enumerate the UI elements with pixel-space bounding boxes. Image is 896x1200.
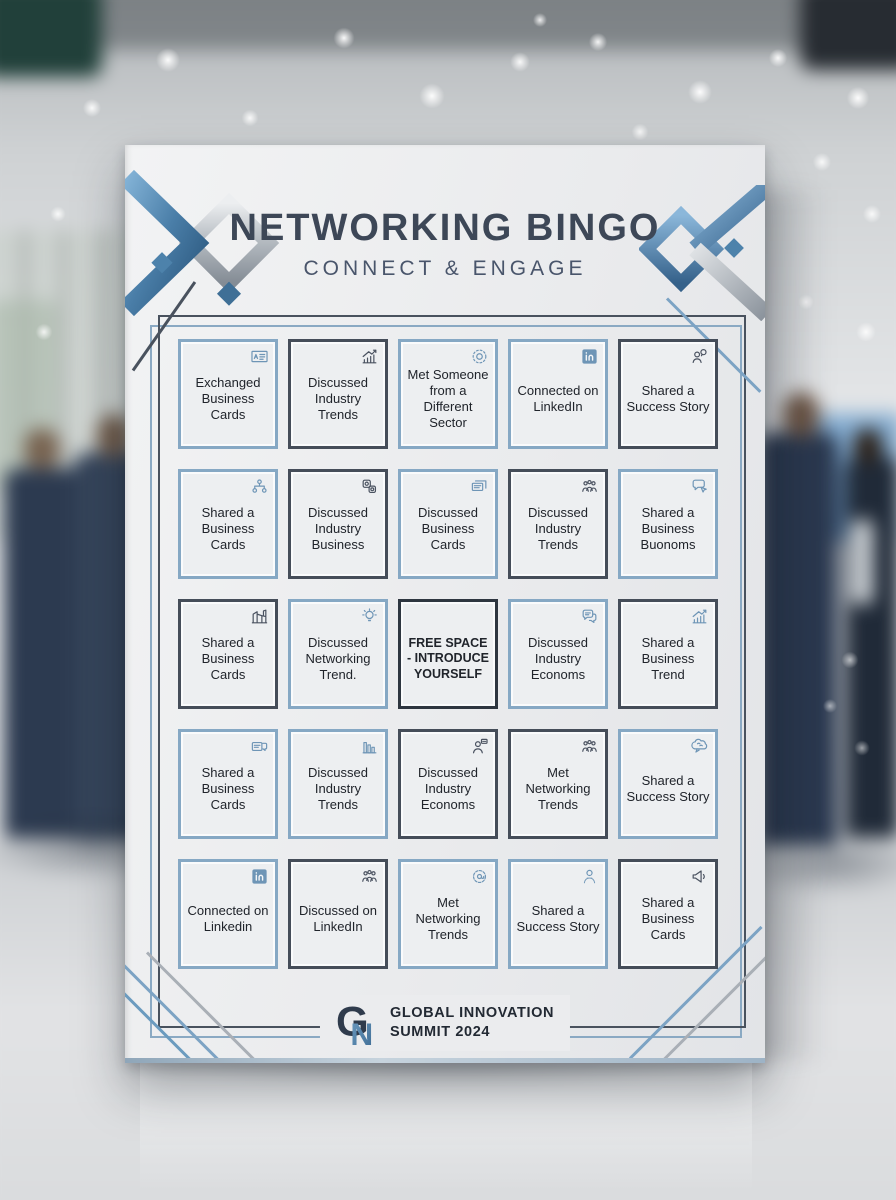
org-chart-icon	[250, 477, 269, 496]
bingo-cell: Shared a Business Trend	[618, 599, 718, 709]
poster-title: NETWORKING BINGO	[229, 207, 661, 249]
bingo-cell: Exchanged Business Cards	[178, 339, 278, 449]
poster-floor-reflection	[140, 1062, 752, 1192]
cell-label: Shared a Business Trend	[641, 635, 695, 682]
bar-chart-icon	[360, 737, 379, 756]
cell-label: Met Networking Trends	[415, 895, 481, 942]
building-icon	[250, 607, 269, 626]
cell-label: Shared a Business Buonoms	[640, 505, 696, 552]
bingo-cell: Shared a Success Story	[618, 339, 718, 449]
cell-label: Shared a Business Cards	[201, 505, 255, 552]
summit-logo: G N	[336, 999, 373, 1047]
brain-speech-icon	[690, 737, 709, 756]
bingo-cell: Shared a Business Cards	[178, 469, 278, 579]
bingo-cell: Discussed Industry Economs	[508, 599, 608, 709]
bingo-cell: Discussed Industry Economs	[398, 729, 498, 839]
poster-footer: G N GLOBAL INNOVATION SUMMIT 2024	[319, 995, 571, 1051]
bingo-cell: Discussed Business Cards	[398, 469, 498, 579]
bingo-cell: Met Someone from a Different Sector	[398, 339, 498, 449]
free-space-cell: FREE SPACE - INTRODUCE YOURSELF	[398, 599, 498, 709]
growth-chart-icon	[690, 607, 709, 626]
bingo-cell: Discussed Industry Business	[288, 469, 388, 579]
cell-label: Connected on LinkedIn	[517, 383, 599, 414]
card-stack-icon	[470, 477, 489, 496]
bingo-cell: Shared a Success Story	[618, 729, 718, 839]
person-badge-icon	[470, 737, 489, 756]
bingo-cell: Shared a Business Buonoms	[618, 469, 718, 579]
cell-label: Shared a Business Cards	[641, 895, 695, 942]
gear-at-icon	[470, 867, 489, 886]
linkedin-icon	[580, 347, 599, 366]
person-speech-icon	[690, 347, 709, 366]
chat-bubbles-icon	[580, 607, 599, 626]
cell-label: Discussed Industry Trends	[308, 375, 368, 422]
chevron-logo-right	[639, 185, 765, 321]
bingo-cell: Discussed on LinkedIn	[288, 859, 388, 969]
cell-label: Met Someone from a Different Sector	[407, 367, 489, 430]
bingo-cell: Shared a Business Cards	[178, 599, 278, 709]
megaphone-icon	[690, 867, 709, 886]
cell-label: Shared a Business Cards	[201, 635, 255, 682]
cell-label: Shared a Success Story	[626, 383, 710, 414]
summit-name-line2: SUMMIT 2024	[389, 1024, 491, 1040]
people-group-icon	[580, 477, 599, 496]
dotted-circle-icon	[470, 347, 489, 366]
cell-label: Exchanged Business Cards	[195, 375, 261, 422]
people-group-icon	[580, 737, 599, 756]
cell-label: Connected on Linkedin	[187, 903, 269, 934]
cell-label: Discussed Networking Trend.	[305, 635, 371, 682]
growth-chart-icon	[360, 347, 379, 366]
bingo-cell: Shared a Business Cards	[178, 729, 278, 839]
cell-label: Discussed Business Cards	[418, 505, 478, 552]
cell-label: FREE SPACE - INTRODUCE YOURSELF	[407, 636, 489, 681]
cell-label: Discussed Industry Economs	[528, 635, 588, 682]
linkedin-icon	[250, 867, 269, 886]
bingo-cell: Met Networking Trends	[508, 729, 608, 839]
cell-label: Discussed on LinkedIn	[298, 903, 378, 934]
monogram-n: N	[350, 1016, 373, 1047]
monogram-g: G	[336, 999, 369, 1044]
bingo-cell: Shared a Business Cards	[618, 859, 718, 969]
summit-name: GLOBAL INNOVATION SUMMIT 2024	[390, 1004, 554, 1042]
bingo-cell: Connected on Linkedin	[178, 859, 278, 969]
cell-label: Discussed Industry Economs	[418, 765, 478, 812]
cell-label: Discussed Industry Business	[308, 505, 368, 552]
bingo-cell: Discussed Industry Trends	[288, 339, 388, 449]
cell-label: Met Networking Trends	[525, 765, 591, 812]
poster-side-shadow	[758, 190, 828, 1060]
id-card-icon	[250, 347, 269, 366]
bingo-cell: Discussed Networking Trend.	[288, 599, 388, 709]
cell-label: Shared a Success Story	[516, 903, 600, 934]
bingo-cell: Met Networking Trends	[398, 859, 498, 969]
cell-label: Discussed Industry Trends	[528, 505, 588, 552]
chevron-logo-left	[125, 169, 280, 317]
poster-subtitle: CONNECT & ENGAGE	[303, 257, 587, 280]
person-icon	[580, 867, 599, 886]
cell-label: Shared a Success Story	[626, 773, 710, 804]
bingo-cell: Shared a Success Story	[508, 859, 608, 969]
cell-label: Shared a Business Cards	[201, 765, 255, 812]
cell-label: Discussed Industry Trends	[308, 765, 368, 812]
chat-pointer-icon	[690, 477, 709, 496]
bingo-cell: Discussed Industry Trends	[288, 729, 388, 839]
gear-chat-icon	[360, 477, 379, 496]
bingo-poster: NETWORKING BINGO CONNECT & ENGAGE Exchan…	[125, 145, 765, 1063]
summit-name-line1: GLOBAL INNOVATION	[389, 1005, 555, 1022]
people-group-icon	[360, 867, 379, 886]
bingo-cell: Connected on LinkedIn	[508, 339, 608, 449]
lightbulb-icon	[360, 607, 379, 626]
card-chat-icon	[250, 737, 269, 756]
bingo-cell: Discussed Industry Trends	[508, 469, 608, 579]
